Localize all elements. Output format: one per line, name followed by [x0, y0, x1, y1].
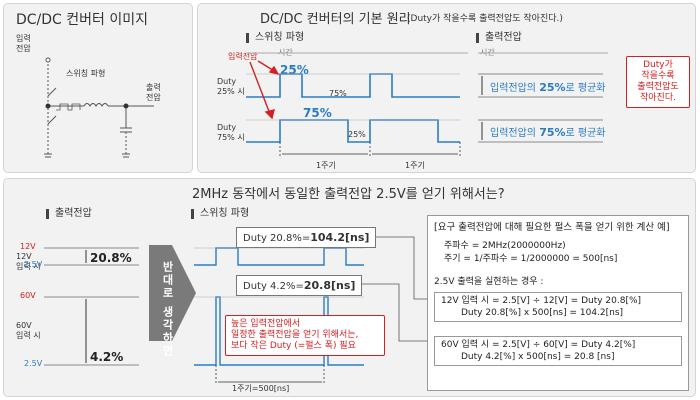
calc-title: [요구 출력전압에 대해 필요한 펄스 폭을 얻기 위한 계산 예]	[434, 222, 670, 233]
reverse-arrow-text: 반대로 생각하면	[161, 261, 174, 358]
v12-label: 12V	[20, 242, 36, 251]
calc-freq: 주파수 = 2MHz(2000000Hz)	[444, 241, 566, 251]
result-12v-line-1: 12V 입력 시 = 2.5[V] ÷ 12[V] = Duty 20.8[%]	[441, 296, 642, 306]
high-voltage-note: 높은 입력전압에서 일정한 출력전압을 얻기 위해서는, 보다 작은 Duty …	[225, 315, 385, 356]
result-60v-line-2: Duty 4.2[%] x 500[ns] = 20.8 [ns]	[461, 352, 615, 362]
panel-2mhz-example: 2MHz 동작에서 동일한 출력전압 2.5V를 얻기 위해서는? 출력전압 스…	[3, 178, 696, 397]
callout-line-3: 출력전압도	[637, 82, 679, 92]
duty75-pct-top: 75%	[303, 106, 332, 120]
duty75-avg-prefix: 입력전압의	[490, 128, 540, 139]
v60-input-2: 입력 시	[16, 331, 41, 340]
v60-input-1: 60V	[16, 321, 32, 330]
period-label-1: 1주기	[316, 161, 336, 170]
reverse-arrow	[149, 245, 196, 341]
duty25-pct-low: 75%	[329, 89, 347, 98]
duty25-avg-prefix: 입력전압의	[490, 83, 540, 94]
calculation-box: [요구 출력전압에 대해 필요한 펄스 폭을 얻기 위한 계산 예] 주파수 =…	[427, 215, 689, 391]
principle-waveforms	[246, 52, 608, 156]
duty-box-208-value: 104.2[ns]	[310, 231, 370, 244]
panel-converter-image: DC/DC 컨버터 이미지 입력 전압 스위칭 파형 출력 전압	[3, 3, 193, 173]
v12-input-1: 12V	[16, 252, 32, 261]
switch-header: 스위칭 파형	[246, 33, 304, 43]
input-voltage-label: 입력전압	[228, 52, 258, 61]
duty75-pct-low: 25%	[348, 130, 366, 139]
calc-period: 주기 = 1/주파수 = 1/2000000 = 500[ns]	[444, 254, 618, 264]
input-label-2: 전압	[16, 44, 31, 53]
p3-switch-header: 스위칭 파형	[191, 209, 249, 219]
duty75-avg-value: 75%	[539, 126, 566, 139]
callout-line-1: Duty가	[643, 60, 673, 70]
panel3-title: 2MHz 동작에서 동일한 출력전압 2.5V를 얻기 위해서는?	[192, 187, 505, 202]
v25-label-a: 2.5V	[24, 260, 43, 269]
duty75-label-2: 75% 시	[217, 133, 245, 142]
p3-output-header: 출력전압	[46, 209, 92, 219]
duty75-avg: 입력전압의 75%로 평균화	[490, 127, 606, 139]
duty25-avg-value: 25%	[539, 81, 566, 94]
duty75-label-1: Duty	[217, 123, 237, 132]
period-label-2: 1주기	[405, 161, 425, 170]
result-12v-line-2: Duty 20.8[%] x 500[ns] = 104.2[ns]	[461, 308, 624, 318]
callout-line-2: 작을수록	[641, 71, 675, 81]
v25-label-b: 2.5V	[24, 359, 43, 368]
v12-input-2: 입력 시	[16, 262, 41, 271]
duty-box-42: Duty 4.2%=20.8[ns]	[236, 275, 363, 296]
duty-box-208-prefix: Duty 20.8%=	[243, 233, 311, 244]
note-line-2: 일정한 출력전압을 얻기 위해서는,	[231, 330, 359, 340]
output-header: 출력전압	[476, 33, 522, 43]
calc-condition: 2.5V 출력을 실현하는 경우 :	[434, 277, 544, 287]
panel2-subtitle: (Duty가 작을수록 출력전압도 작아진다.)	[407, 14, 563, 24]
callout-line-4: 작아진다.	[640, 93, 676, 103]
result-60v-line-1: 60V 입력 시 = 2.5[V] ÷ 60[V] = Duty 4.2[%]	[441, 340, 636, 350]
note-line-1: 높은 입력전압에서	[231, 319, 301, 329]
input-label-1: 입력	[16, 34, 31, 43]
duty25-label-2: 25% 시	[217, 87, 245, 96]
panel2-title: DC/DC 컨버터의 기본 원리	[260, 12, 411, 27]
duty75-avg-suffix: 로 평균화	[565, 128, 606, 139]
result-60v: 60V 입력 시 = 2.5[V] ÷ 60[V] = Duty 4.2[%] …	[434, 336, 682, 366]
switching-label: 스위칭 파형	[66, 69, 106, 78]
output-label-2: 전압	[146, 93, 161, 102]
duty25-avg-suffix: 로 평균화	[565, 83, 606, 94]
converter-circuit	[44, 57, 154, 158]
duty-callout: Duty가 작을수록 출력전압도 작아진다.	[626, 56, 690, 108]
pct-208: 20.8%	[90, 251, 132, 265]
panel-basic-principle: DC/DC 컨버터의 기본 원리 (Duty가 작을수록 출력전압도 작아진다.…	[197, 3, 696, 173]
duty25-label-1: Duty	[217, 77, 237, 86]
output-label-1: 출력	[146, 83, 161, 92]
note-line-3: 보다 작은 Duty (=펄스 폭) 필요	[231, 341, 356, 351]
panel1-title: DC/DC 컨버터 이미지	[16, 12, 149, 28]
duty25-avg: 입력전압의 25%로 평균화	[490, 82, 606, 94]
duty-box-208: Duty 20.8%=104.2[ns]	[236, 227, 377, 248]
v60-label: 60V	[20, 291, 36, 300]
result-12v: 12V 입력 시 = 2.5[V] ÷ 12[V] = Duty 20.8[%]…	[434, 292, 682, 322]
pct-42: 4.2%	[90, 350, 124, 364]
duty25-pct-top: 25%	[280, 63, 309, 77]
duty-box-42-value: 20.8[ns]	[303, 279, 356, 292]
p3-period-label: 1주기=500[ns]	[232, 384, 290, 393]
duty-box-42-prefix: Duty 4.2%=	[243, 281, 304, 292]
